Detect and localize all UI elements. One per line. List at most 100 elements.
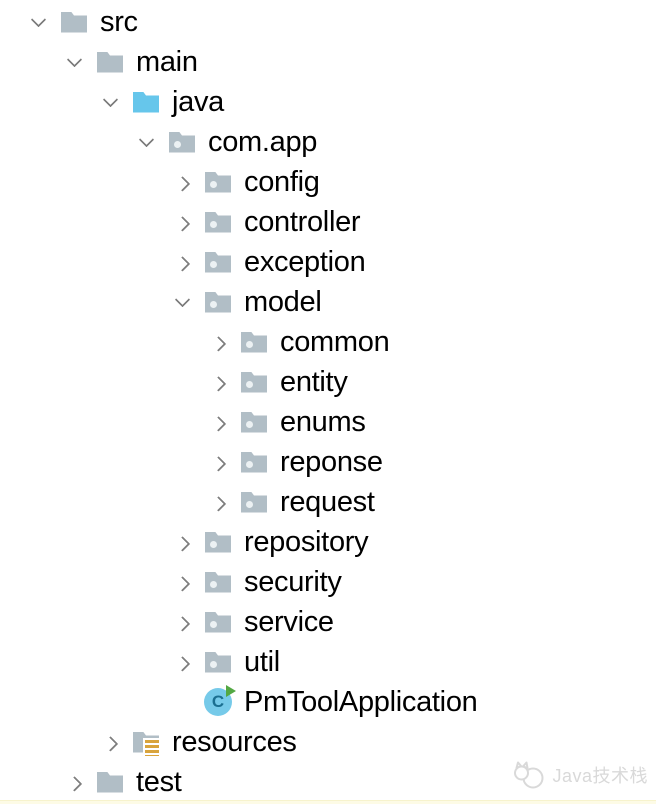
tree-row-resources[interactable]: resources [0,722,656,762]
folder-shape [169,131,195,153]
folder-shape [205,531,231,553]
chevron-glyph [138,131,154,147]
tree-item-label[interactable]: config [244,166,320,198]
folder-shape [133,91,159,113]
chevron-right-icon[interactable] [168,208,196,236]
folder-icon [60,8,88,36]
chevron-right-icon[interactable] [204,368,232,396]
tree-row-exception[interactable]: exception [0,242,656,282]
cat-logo-icon [514,761,544,789]
resources-root-folder-icon [132,728,160,756]
tree-row-entity[interactable]: entity [0,362,656,402]
tree-item-label[interactable]: entity [280,366,348,398]
chevron-right-icon[interactable] [204,488,232,516]
folder-shape [241,371,267,393]
chevron-glyph [174,575,190,592]
chevron-glyph [174,615,190,632]
tree-item-label[interactable]: exception [244,246,366,278]
tree-item-label[interactable]: reponse [280,446,383,478]
folder-shape [205,211,231,233]
package-folder-icon [204,648,232,676]
package-folder-icon [240,408,268,436]
sources-root-folder-icon [132,88,160,116]
chevron-down-icon[interactable] [24,8,52,36]
package-folder-icon [204,608,232,636]
package-folder-icon [240,488,268,516]
tree-item-label[interactable]: controller [244,206,361,238]
chevron-glyph [174,291,190,307]
runnable-class-icon: C [204,685,236,716]
tree-item-label[interactable]: main [136,46,198,78]
tree-row-reponse[interactable]: reponse [0,442,656,482]
chevron-glyph [174,655,190,672]
folder-shape [241,331,267,353]
chevron-right-icon[interactable] [168,528,196,556]
chevron-right-icon[interactable] [204,328,232,356]
tree-row-src[interactable]: src [0,2,656,42]
tree-row-security[interactable]: security [0,562,656,602]
chevron-right-icon[interactable] [204,448,232,476]
tree-row-config[interactable]: config [0,162,656,202]
tree-row-request[interactable]: request [0,482,656,522]
chevron-glyph [102,735,118,752]
tree-row-model[interactable]: model [0,282,656,322]
tree-row-repository[interactable]: repository [0,522,656,562]
folder-shape [241,491,267,513]
chevron-placeholder [168,688,196,716]
chevron-glyph [210,375,226,392]
tree-row-enums[interactable]: enums [0,402,656,442]
tree-item-label[interactable]: util [244,646,280,678]
chevron-right-icon[interactable] [168,168,196,196]
tree-row-common[interactable]: common [0,322,656,362]
chevron-right-icon[interactable] [60,768,88,796]
tree-item-label[interactable]: repository [244,526,369,558]
tree-item-label[interactable]: service [244,606,334,638]
folder-shape [97,51,123,73]
chevron-right-icon[interactable] [204,408,232,436]
tree-row-com.app[interactable]: com.app [0,122,656,162]
folder-shape [205,251,231,273]
tree-item-label[interactable]: src [100,6,138,38]
tree-row-java[interactable]: java [0,82,656,122]
chevron-glyph [66,775,82,792]
chevron-right-icon[interactable] [168,648,196,676]
tree-row-controller[interactable]: controller [0,202,656,242]
package-folder-icon [204,168,232,196]
chevron-right-icon[interactable] [168,608,196,636]
tree-item-label[interactable]: security [244,566,342,598]
tree-row-pmtoolapplication[interactable]: C PmToolApplication [0,682,656,722]
chevron-glyph [174,255,190,272]
chevron-glyph [102,91,118,107]
chevron-right-icon[interactable] [168,568,196,596]
package-folder-icon [240,328,268,356]
watermark-label: Java技术栈 [552,766,648,786]
chevron-glyph [30,11,46,27]
tree-item-label[interactable]: enums [280,406,366,438]
resources-bars-icon [143,738,159,756]
chevron-right-icon[interactable] [168,248,196,276]
tree-item-label[interactable]: request [280,486,375,518]
package-folder-icon [204,248,232,276]
tree-row-service[interactable]: service [0,602,656,642]
chevron-down-icon[interactable] [96,88,124,116]
tree-item-label[interactable]: model [244,286,322,318]
chevron-down-icon[interactable] [132,128,160,156]
chevron-glyph [174,215,190,232]
tree-item-label[interactable]: test [136,766,182,798]
chevron-right-icon[interactable] [96,728,124,756]
bottom-edge-strip [0,800,656,804]
chevron-glyph [66,51,82,67]
package-folder-icon [240,448,268,476]
chevron-down-icon[interactable] [60,48,88,76]
tree-item-label[interactable]: resources [172,726,297,758]
tree-item-label[interactable]: common [280,326,390,358]
tree-row-util[interactable]: util [0,642,656,682]
tree-item-label[interactable]: com.app [208,126,318,158]
tree-item-label[interactable]: java [172,86,224,118]
class-circle: C [204,685,236,716]
tree-row-main[interactable]: main [0,42,656,82]
tree-row-test[interactable]: test [0,762,656,802]
folder-shape [205,571,231,593]
chevron-down-icon[interactable] [168,288,196,316]
tree-item-label[interactable]: PmToolApplication [244,686,478,718]
